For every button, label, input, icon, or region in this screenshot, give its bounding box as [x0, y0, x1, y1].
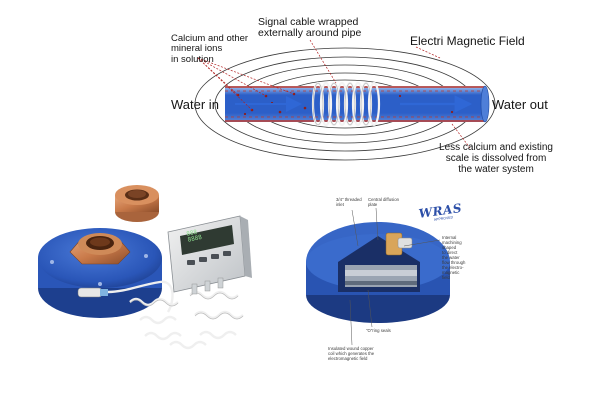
- leader-lines: [197, 39, 471, 149]
- calcium-ions-label: Calcium and other mineral ions in soluti…: [171, 33, 249, 65]
- callout-thread-line-2: inlet: [336, 201, 344, 207]
- calcium-label-line-2: mineral ions: [171, 43, 223, 55]
- callout-internal-line-3: shaped: [442, 244, 457, 250]
- callout-internal-line-8: magnetic: [442, 269, 460, 275]
- less-calcium-line-2: scale is dissolved from: [445, 152, 547, 164]
- callout-internal-line-5: the water: [442, 254, 460, 260]
- callout-coil-line-3: electromagnetic field: [328, 355, 368, 361]
- coiled-cables: [107, 280, 244, 350]
- callout-internal-line-9: field: [442, 274, 450, 280]
- callout-internal-line-4: to direct: [442, 249, 458, 255]
- callout-coil-line-1: Insulated wound copper: [328, 346, 374, 351]
- callout-diffusion-plate: Central diffusion plate: [368, 197, 399, 208]
- less-calcium-line-3: the water system: [458, 163, 534, 175]
- callout-diffusion-line-2: plate: [368, 201, 378, 207]
- water-in-label: Water in: [171, 97, 219, 112]
- callout-internal-machining: Internal machining shaped to direct the …: [442, 235, 466, 280]
- callout-internal-line-1: Internal: [442, 235, 457, 240]
- field-label: Electri Magnetic Field: [410, 34, 525, 48]
- less-calcium-label: Less calcium and existing scale is disso…: [430, 142, 562, 175]
- callout-oring-seals: "O"ring seals: [366, 328, 391, 333]
- signal-cable-line-1: Signal cable wrapped: [258, 16, 359, 28]
- callout-diffusion-line-1: Central diffusion: [368, 197, 399, 202]
- signal-cable-label: Signal cable wrapped externally around p…: [258, 16, 362, 40]
- less-calcium-line-1: Less calcium and existing: [439, 142, 553, 153]
- cutaway-illustration: [306, 207, 450, 346]
- copper-fitting-large: [69, 233, 131, 265]
- callout-internal-line-2: machining: [442, 239, 462, 245]
- calcium-label-line-1: Calcium and other: [171, 33, 249, 44]
- callout-threaded-inlet: 3/4" threaded inlet: [336, 197, 362, 208]
- callout-thread-line-1: 3/4" threaded: [336, 197, 362, 202]
- product-photo: [38, 185, 252, 350]
- water-out-label: Water out: [492, 97, 548, 112]
- callout-coil-line-2: coil which generates the: [328, 350, 375, 356]
- callout-copper-coil: Insulated wound copper coil which genera…: [328, 346, 375, 362]
- callout-internal-line-6: flow through: [442, 259, 466, 265]
- control-buttons: [187, 251, 231, 265]
- copper-fitting-small: [115, 185, 159, 222]
- signal-cable-line-2: externally around pipe: [258, 27, 362, 40]
- callout-internal-line-7: the electro-: [442, 264, 464, 270]
- control-unit: [167, 215, 252, 295]
- calcium-label-line-3: in solution: [171, 53, 214, 65]
